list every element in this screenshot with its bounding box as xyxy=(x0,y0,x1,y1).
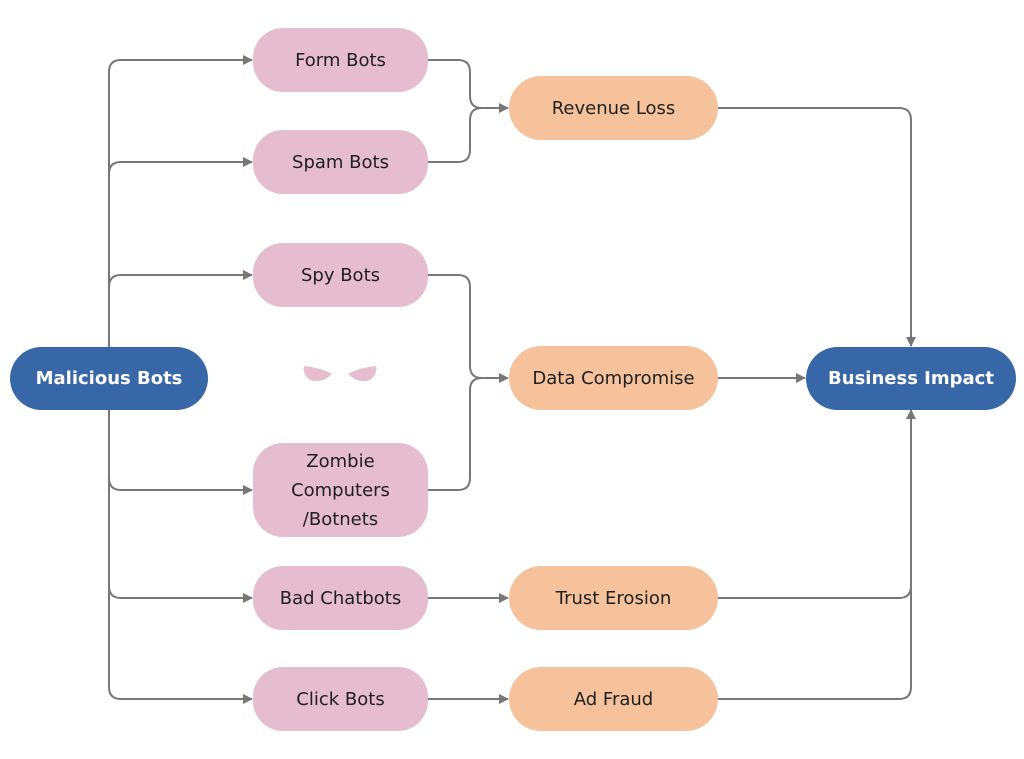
edge-trust-erosion-to-business-impact xyxy=(718,409,916,599)
edge-malicious-bots-to-bad-chatbots xyxy=(108,478,253,603)
left-eye-shape xyxy=(303,366,332,382)
node-revenue-loss: Revenue Loss xyxy=(509,76,718,140)
node-bad-chatbots: Bad Chatbots xyxy=(253,566,428,630)
edge-malicious-bots-to-spy-bots xyxy=(108,270,253,288)
bot-eyes-icon xyxy=(303,366,377,382)
edge-spam-bots-to-revenue-loss xyxy=(428,107,483,163)
node-click-bots: Click Bots xyxy=(253,667,428,731)
node-zombie-computers-botnets: Zombie Computers /Botnets xyxy=(253,443,428,537)
node-ad-fraud: Ad Fraud xyxy=(509,667,718,731)
node-trust-erosion: Trust Erosion xyxy=(509,566,718,630)
node-business-impact: Business Impact xyxy=(806,347,1016,410)
node-form-bots: Form Bots xyxy=(253,28,428,92)
edge-malicious-bots-to-spam-bots xyxy=(108,157,253,175)
right-eye-shape xyxy=(348,366,377,382)
edge-malicious-bots-to-zombie-computers xyxy=(108,408,253,495)
edge-revenue-loss-to-business-impact xyxy=(718,107,916,347)
edge-spy-bots-to-data-compromise xyxy=(428,274,509,383)
node-spam-bots: Spam Bots xyxy=(253,130,428,194)
edge-ad-fraud-to-business-impact xyxy=(718,586,912,700)
edge-malicious-bots-to-click-bots xyxy=(108,586,253,704)
edge-form-bots-to-revenue-loss xyxy=(428,59,509,113)
edge-zombie-to-data-compromise xyxy=(428,377,483,491)
edge-malicious-bots-to-form-bots xyxy=(108,55,253,348)
node-spy-bots: Spy Bots xyxy=(253,243,428,307)
node-data-compromise: Data Compromise xyxy=(509,346,718,410)
node-malicious-bots: Malicious Bots xyxy=(10,347,208,410)
